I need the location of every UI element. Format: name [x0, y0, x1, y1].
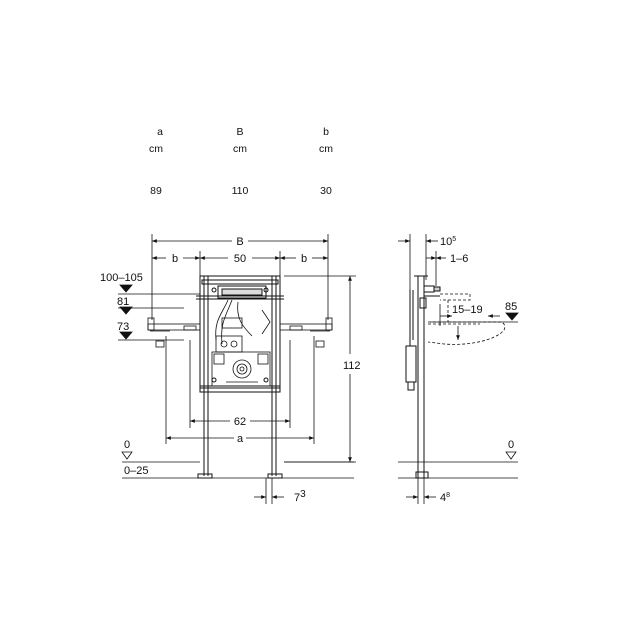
table-header-B: B: [236, 126, 244, 138]
label-1-6: 1–6: [450, 253, 468, 265]
label-a: a: [237, 433, 244, 445]
side-frame: [405, 275, 441, 479]
table-unit-B: cm: [233, 143, 247, 155]
side-view-labels: 105 1–6 15–19 85 0 48: [440, 236, 517, 504]
dim-line-B: [151, 234, 329, 248]
table-unit-a: cm: [149, 143, 163, 155]
table-header-b: b: [323, 126, 329, 138]
height-marker-85: [430, 312, 519, 340]
dim-line-7: [254, 478, 284, 504]
label-floor-0-25: 0–25: [124, 465, 148, 477]
table-value-B: 110: [231, 185, 249, 197]
cistern-components: [211, 299, 271, 387]
side-view: [398, 234, 519, 504]
front-view-labels: B b 50 b 100–105 81 73 112 62 a 0 0–25 7…: [100, 236, 361, 504]
table-header-a: a: [157, 126, 163, 138]
label-10: 105: [440, 236, 456, 248]
label-floor-0: 0: [124, 439, 130, 451]
dim-line-1-6: [426, 251, 446, 286]
table-value-b: 30: [320, 185, 332, 197]
dim-line-10: [398, 234, 438, 290]
table-unit-b: cm: [319, 143, 333, 155]
floor-line-front: [121, 451, 354, 479]
label-85: 85: [505, 301, 517, 313]
wc-bowl-outline: [427, 293, 506, 345]
label-15-19: 15–19: [452, 304, 483, 316]
label-B: B: [236, 236, 243, 248]
label-81: 81: [117, 296, 129, 308]
frame: [196, 275, 284, 479]
label-side-floor-0: 0: [508, 439, 514, 451]
table-value-a: 89: [150, 185, 162, 197]
label-112: 112: [343, 360, 361, 372]
label-4: 48: [440, 492, 450, 504]
label-b-left: b: [172, 253, 178, 265]
dim-line-a: [165, 336, 315, 444]
front-view: [118, 234, 356, 504]
label-b-right: b: [301, 253, 307, 265]
label-73: 73: [117, 321, 129, 333]
label-62: 62: [234, 416, 246, 428]
label-50: 50: [234, 253, 246, 265]
height-markers-left: [118, 284, 200, 341]
dim-line-4: [406, 478, 436, 504]
side-brackets: [147, 317, 333, 348]
label-100-105: 100–105: [100, 272, 143, 284]
label-7: 73: [294, 489, 306, 504]
dim-line-62: [189, 340, 291, 428]
